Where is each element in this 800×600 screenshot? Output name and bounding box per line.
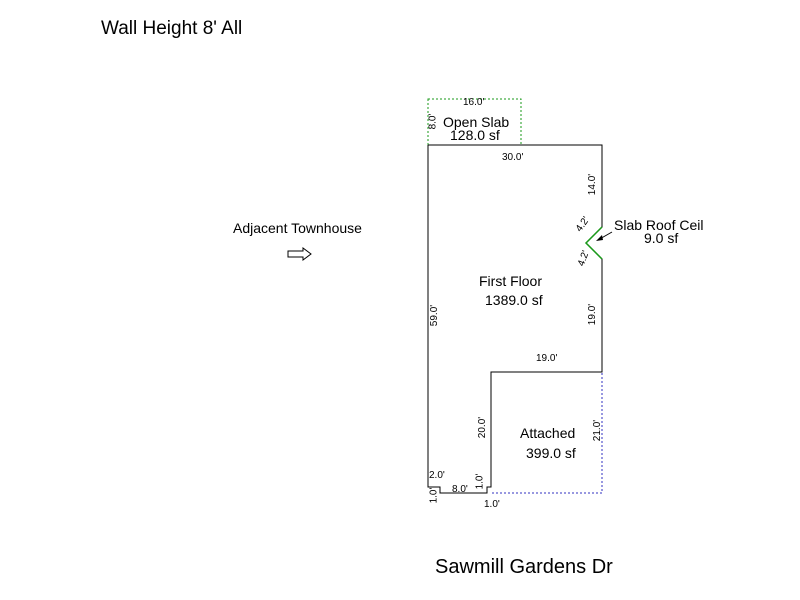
attached-name: Attached: [520, 425, 576, 441]
first-floor-name: First Floor: [479, 273, 542, 289]
dim-bottom-right-vert: 1.0': [474, 473, 486, 490]
wall-height-title: Wall Height 8' All: [101, 18, 243, 39]
dim-top-width: 30.0': [502, 152, 524, 163]
slab-roof-area: 9.0 sf: [644, 230, 679, 246]
dim-bottom-left-vert: 1.0': [428, 487, 440, 504]
dim-right-upper: 14.0': [587, 173, 599, 196]
adjacent-townhouse-label: Adjacent Townhouse: [233, 220, 362, 236]
slab-roof-notch: [584, 226, 603, 260]
dim-right-middle: 19.0': [587, 303, 599, 326]
first-floor-outline: [427, 144, 603, 494]
open-slab-area: 128.0 sf: [450, 127, 500, 143]
dim-left-height: 59.0': [429, 304, 441, 327]
dim-step-width: 19.0': [536, 353, 558, 364]
right-arrow-icon: [287, 247, 312, 261]
open-slab-name: Open Slab: [443, 114, 510, 130]
dim-open-slab-width: 16.0': [463, 97, 485, 108]
dim-open-slab-depth: 8.0': [427, 113, 439, 130]
dim-attached-left: 20.0': [477, 416, 489, 439]
dim-bottom-width: 8.0': [452, 484, 468, 495]
dim-bottom-left-small: 2.0': [429, 470, 445, 481]
leader-arrowhead: [596, 235, 603, 241]
dim-bottom-right-small: 1.0': [484, 499, 500, 510]
attached-area: 399.0 sf: [526, 445, 576, 461]
dim-attached-right: 21.0': [592, 419, 604, 442]
first-floor-area: 1389.0 sf: [485, 292, 543, 308]
street-name: Sawmill Gardens Dr: [435, 556, 613, 578]
slab-roof-name: Slab Roof Ceil: [614, 217, 704, 233]
